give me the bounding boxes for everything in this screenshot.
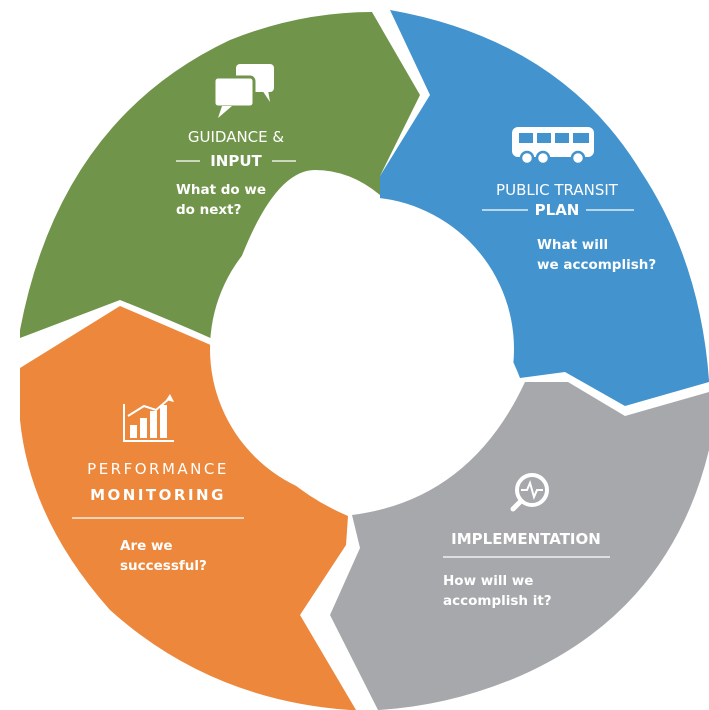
segment-guidance-input: GUIDANCE & INPUT What do we do next? bbox=[20, 12, 420, 340]
performance-title-line1: PERFORMANCE bbox=[87, 460, 229, 478]
guidance-question-line2: do next? bbox=[176, 202, 241, 218]
implementation-title: IMPLEMENTATION bbox=[451, 530, 601, 548]
segment-guidance-shape bbox=[20, 12, 420, 340]
guidance-title-line1: GUIDANCE & bbox=[188, 128, 285, 146]
bus-icon bbox=[512, 127, 594, 166]
performance-question-line1: Are we bbox=[120, 538, 173, 554]
plan-title-line1: PUBLIC TRANSIT bbox=[496, 181, 619, 199]
center-circle bbox=[210, 197, 514, 501]
plan-question-line1: What will bbox=[537, 237, 608, 253]
segment-performance-monitoring: PERFORMANCE MONITORING Are we successful… bbox=[20, 306, 356, 710]
chat-bubbles-icon bbox=[212, 64, 274, 118]
implementation-question-line2: accomplish it? bbox=[443, 593, 552, 609]
implementation-question-line1: How will we bbox=[443, 573, 533, 589]
performance-question-line2: successful? bbox=[120, 558, 207, 574]
segment-performance-shape bbox=[20, 306, 356, 710]
bar-chart-growth-icon bbox=[123, 394, 174, 442]
plan-title-line2: PLAN bbox=[535, 201, 580, 219]
magnifier-pulse-icon bbox=[510, 473, 549, 512]
performance-title-line2: MONITORING bbox=[90, 486, 226, 504]
segment-public-transit-plan: PUBLIC TRANSIT PLAN What will we accompl… bbox=[380, 10, 709, 406]
segment-implementation-shape bbox=[330, 382, 709, 710]
plan-question-line2: we accomplish? bbox=[537, 257, 656, 273]
segment-implementation: IMPLEMENTATION How will we accomplish it… bbox=[330, 382, 709, 710]
guidance-question-line1: What do we bbox=[176, 182, 266, 198]
segment-plan-shape bbox=[380, 10, 709, 406]
guidance-title-line2: INPUT bbox=[210, 152, 262, 170]
